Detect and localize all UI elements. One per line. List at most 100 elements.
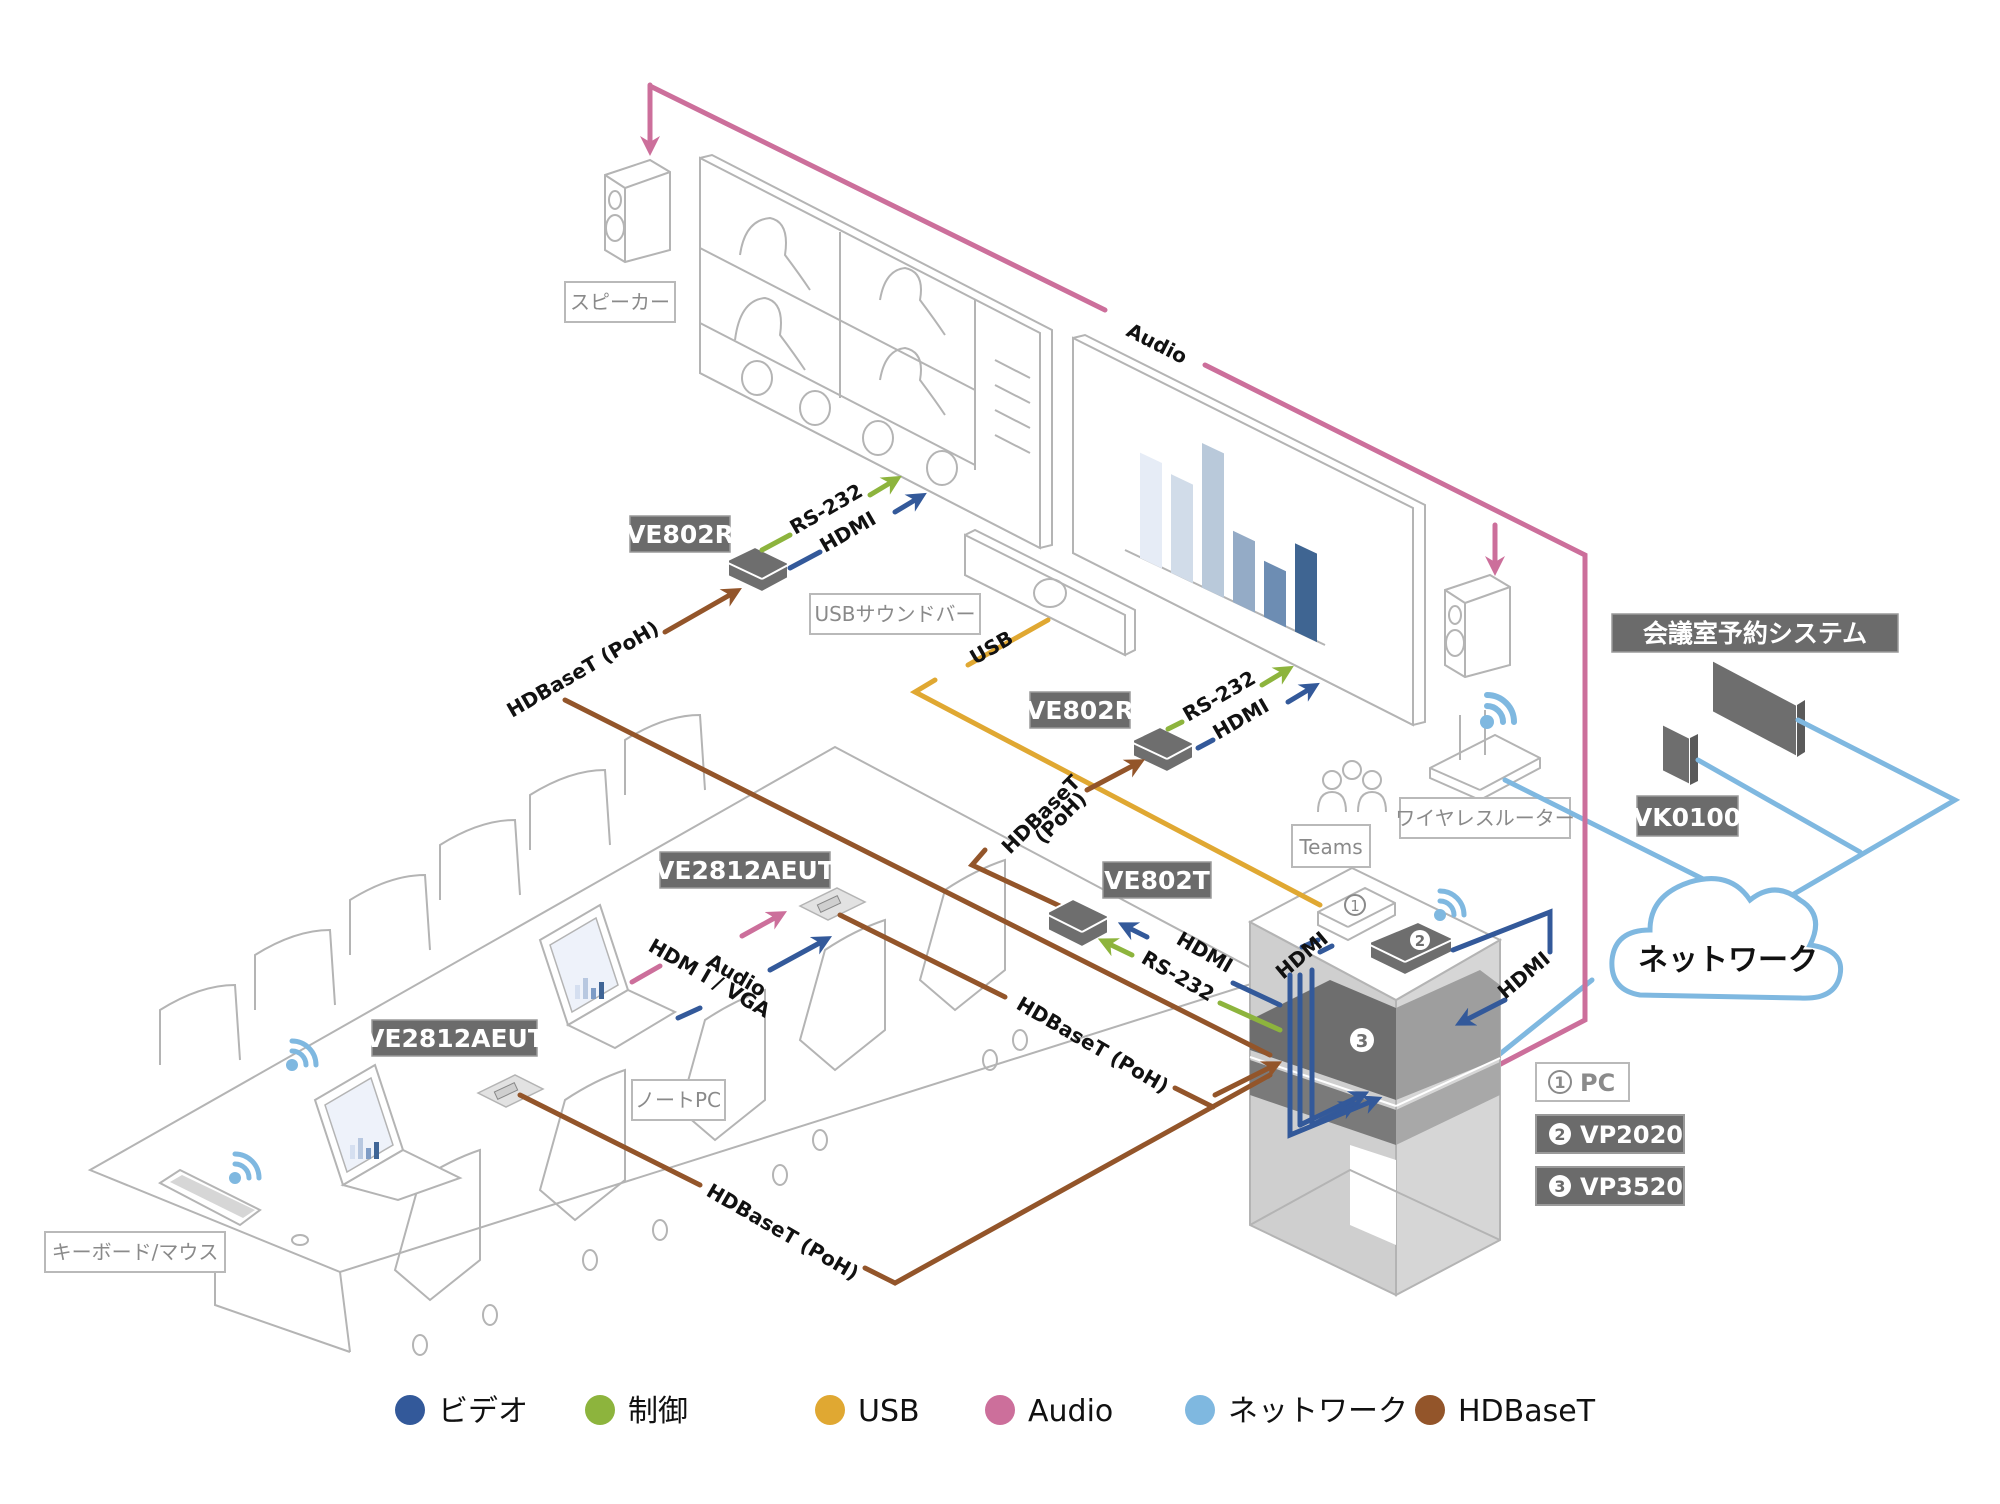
legend-swatch — [815, 1395, 845, 1425]
legend-swatch — [1185, 1395, 1215, 1425]
keyboard-mouse-label: キーボード/マウス — [44, 1231, 226, 1273]
ve802r-mid-text: VE802R — [1026, 696, 1134, 725]
rack-key-number-badge — [1549, 1123, 1571, 1145]
signal-legend: ビデオ 制御 USB Audio ネットワーク HDBaseT — [395, 1394, 1596, 1429]
legend-item: HDBaseT — [1415, 1394, 1596, 1429]
teams-label: Teams — [1291, 824, 1371, 868]
teams-people-icon — [1317, 760, 1387, 813]
legend-item: 制御 — [585, 1394, 688, 1429]
usb-soundbar-label: USBサウンドバー — [809, 593, 981, 635]
ve2812aeut-lower-wallplate — [476, 1074, 545, 1108]
speaker-left — [604, 158, 671, 264]
speaker-right — [1444, 573, 1511, 679]
ve802r-mid-tag: VE802R — [1026, 691, 1134, 729]
legend-swatch — [985, 1395, 1015, 1425]
ve802r-top-text: VE802R — [626, 520, 734, 549]
video-conference-display — [699, 153, 1053, 550]
screen-bar — [1202, 442, 1224, 598]
usb-line — [909, 617, 1323, 908]
legend-swatch — [395, 1395, 425, 1425]
wifi-icon-laptop — [286, 1038, 319, 1071]
notebook-pc-label: ノートPC — [631, 1079, 726, 1121]
screen-bar — [1140, 452, 1162, 569]
teams-label-text: Teams — [1298, 835, 1362, 859]
usb-soundbar — [964, 528, 1136, 657]
ve802t-device — [1047, 897, 1109, 949]
equipment-rack — [1247, 866, 1503, 1297]
notebook-pc-label-text: ノートPC — [635, 1088, 721, 1112]
legend-label: Audio — [1028, 1394, 1113, 1429]
legend-item: Audio — [985, 1394, 1113, 1429]
rack-key-box — [1535, 1062, 1630, 1102]
wireless-router-label-text: ワイヤレスルーター — [1395, 806, 1574, 830]
legend-label: USB — [858, 1394, 920, 1429]
rack-key-number-badge — [1548, 1070, 1572, 1094]
rack-key-name: PC — [1580, 1069, 1615, 1097]
legend-label: ビデオ — [438, 1394, 528, 1429]
rack-video-lines — [1287, 908, 1553, 1139]
hdmi-rack-right-label: HDMI — [1493, 946, 1555, 1003]
vk0100-device — [1661, 722, 1698, 787]
vk0100-tag: VK0100 — [1633, 795, 1741, 837]
legend-label: ネットワーク — [1228, 1394, 1408, 1429]
notebook-pc — [538, 903, 678, 1050]
ve2812aeut-upper-wallplate — [798, 887, 867, 921]
rack-key-item: 1 PC — [1535, 1062, 1630, 1102]
rack-key-name: VP3520 — [1580, 1173, 1683, 1201]
ve2812aeut-upper-tag: VE2812AEUT — [655, 851, 835, 889]
speaker-label-text: スピーカー — [570, 290, 670, 314]
screen-bar — [1264, 560, 1286, 628]
chairs-back-row — [159, 713, 706, 1065]
room-booking-system-tag: 会議室予約システム — [1611, 613, 1899, 653]
screen-bar — [1295, 543, 1317, 643]
room-booking-panel — [1711, 658, 1805, 759]
usb-soundbar-label-text: USBサウンドバー — [814, 602, 975, 626]
network-cloud-label: ネットワーク — [1638, 943, 1818, 978]
hdbaset-bottom-label: HDBaseT (PoH) — [703, 1179, 864, 1286]
rack-key-number-badge — [1549, 1175, 1571, 1197]
legend-swatch — [585, 1395, 615, 1425]
room-booking-system-text: 会議室予約システム — [1643, 619, 1867, 648]
screen-bar-chart — [1140, 442, 1317, 643]
legend-item: ネットワーク — [1185, 1394, 1408, 1429]
screen-bar — [1171, 474, 1193, 584]
wifi-icon-router — [1480, 692, 1517, 729]
ve802r-mid-device — [1132, 725, 1194, 774]
rack-unit-1-number: 1 — [1350, 897, 1360, 915]
ve2812aeut-upper-text: VE2812AEUT — [655, 856, 835, 885]
network-cloud: ネットワーク — [1609, 876, 1844, 1001]
wifi-icon-rack — [1434, 888, 1467, 921]
rack-key-item: 3 VP3520 — [1535, 1166, 1685, 1206]
rack-unit-3-number: 3 — [1356, 1031, 1369, 1052]
legend-item: ビデオ — [395, 1394, 528, 1429]
notebook-pc-2 — [313, 1063, 463, 1202]
legend-swatch — [1415, 1395, 1445, 1425]
presentation-display — [1072, 333, 1426, 727]
ve2812aeut-lower-text: VE2812AEUT — [365, 1024, 545, 1053]
vk0100-text: VK0100 — [1633, 803, 1741, 832]
ve2812aeut-lower-tag: VE2812AEUT — [365, 1019, 545, 1057]
rack-unit-3-vp3520: 3 — [1350, 1028, 1374, 1052]
ve802t-tag: VE802T — [1102, 861, 1212, 899]
wifi-icon-keyboard — [229, 1151, 262, 1184]
legend-item: USB — [815, 1394, 920, 1429]
speaker-label: スピーカー — [564, 281, 676, 323]
rack-key-number: 1 — [1554, 1073, 1565, 1092]
rack-key-name: VP2020 — [1580, 1121, 1683, 1149]
wireless-router-label: ワイヤレスルーター — [1395, 797, 1575, 839]
screen-bar — [1233, 530, 1255, 613]
legend-label: 制御 — [628, 1394, 688, 1429]
ve802t-text: VE802T — [1104, 866, 1210, 895]
audio-lines — [640, 82, 1588, 1083]
legend-label: HDBaseT — [1458, 1394, 1596, 1429]
rack-key-number: 3 — [1554, 1177, 1565, 1196]
keyboard-mouse-label-text: キーボード/マウス — [52, 1240, 219, 1264]
ve802r-top-device — [727, 545, 789, 594]
ve802r-top-tag: VE802R — [626, 515, 734, 553]
rack-unit-1-pc: 1 — [1317, 886, 1396, 942]
rack-unit-2-number: 2 — [1415, 932, 1425, 950]
